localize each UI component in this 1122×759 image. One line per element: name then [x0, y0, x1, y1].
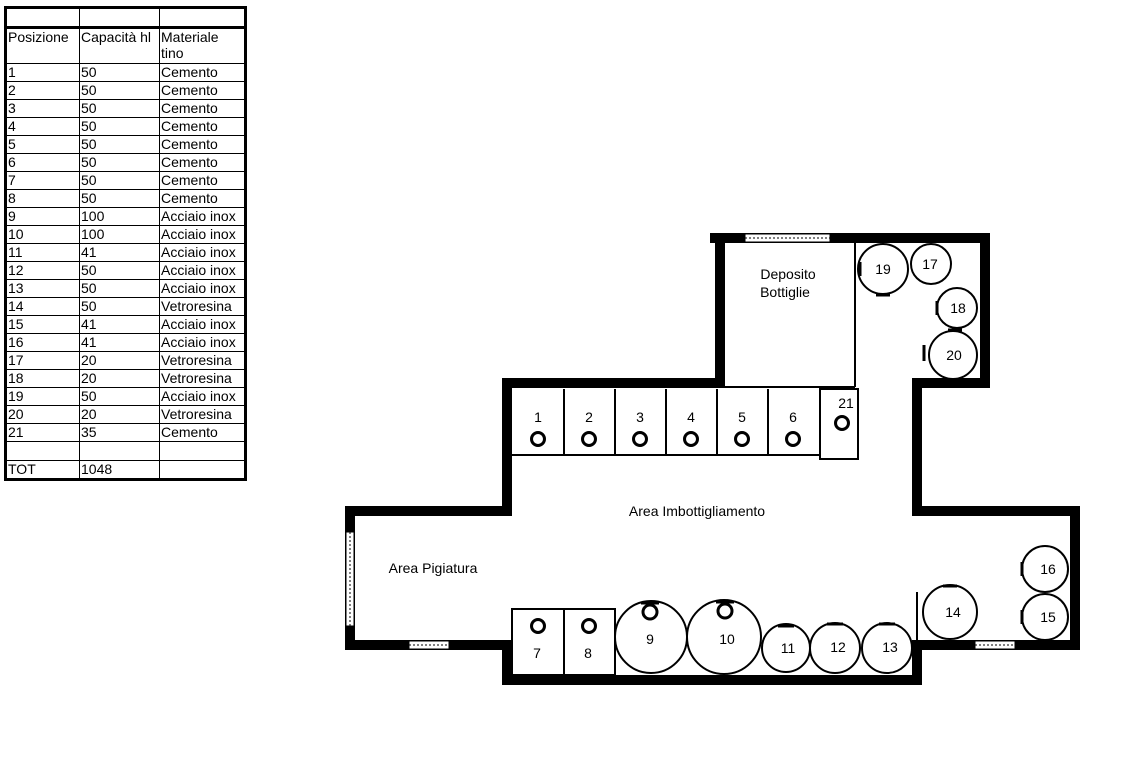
valve-2	[581, 431, 597, 447]
valve-3	[632, 431, 648, 447]
cell-material: Acciaio inox	[159, 279, 246, 298]
cell-material: Cemento	[159, 81, 246, 100]
label-tank-15: 15	[1040, 609, 1056, 625]
valve-5	[734, 431, 750, 447]
cell-capacity: 100	[79, 207, 160, 226]
cell-capacity: 35	[79, 423, 160, 442]
cell-material: Acciaio inox	[159, 315, 246, 334]
room-deposito-line2: Bottiglie	[760, 284, 810, 300]
room-pigiatura: Area Pigiatura	[389, 560, 478, 576]
label-tank-2: 2	[585, 409, 593, 425]
valve-1	[530, 431, 546, 447]
wall-outline	[345, 233, 1080, 685]
cell-material: Vetroresina	[159, 297, 246, 316]
tank-17	[910, 243, 952, 285]
tank-cell-21	[819, 388, 859, 460]
label-tank-8: 8	[584, 645, 592, 661]
label-tank-7: 7	[533, 645, 541, 661]
cell-material: Cemento	[159, 189, 246, 208]
label-tank-18: 18	[950, 300, 966, 316]
label-tank-6: 6	[789, 409, 797, 425]
window-left	[345, 531, 355, 627]
cell-position: 21	[5, 423, 80, 442]
total-label: TOT	[5, 460, 80, 480]
window-top	[744, 233, 831, 243]
label-tank-3: 3	[636, 409, 644, 425]
cell-material: Acciaio inox	[159, 333, 246, 352]
label-tank-21: 21	[838, 395, 854, 411]
tank-10	[686, 599, 762, 675]
cell-material: Vetroresina	[159, 405, 246, 424]
label-tank-20: 20	[946, 347, 962, 363]
cell-capacity: 20	[79, 405, 160, 424]
cell-material: Cemento	[159, 135, 246, 154]
valve-6	[785, 431, 801, 447]
tank-labels: 1 2 3 4 5 6 21 7 8 9 10 11 12 13 14 15 1…	[533, 256, 1056, 661]
table-top-row	[5, 7, 246, 29]
label-tank-13: 13	[882, 639, 898, 655]
label-tank-14: 14	[945, 604, 961, 620]
valve-21	[834, 415, 850, 431]
cell-capacity: 50	[79, 171, 160, 190]
tank-tabs	[641, 262, 1024, 628]
valve-8	[581, 618, 597, 634]
walls	[345, 233, 1080, 685]
window-bottom-left	[408, 640, 450, 650]
interior-lines	[511, 243, 918, 676]
cell-material: Acciaio inox	[159, 387, 246, 406]
valve-7	[530, 618, 546, 634]
total-value: 1048	[79, 460, 160, 480]
label-tank-17: 17	[922, 256, 938, 272]
label-tank-19: 19	[875, 261, 891, 277]
label-tank-12: 12	[830, 639, 846, 655]
label-tank-1: 1	[534, 409, 542, 425]
cell-capacity: 41	[79, 315, 160, 334]
label-tank-4: 4	[687, 409, 695, 425]
cell-capacity: 50	[79, 63, 160, 82]
label-tank-5: 5	[738, 409, 746, 425]
header-material: Materiale tino	[159, 27, 246, 64]
cell-capacity: 20	[79, 351, 160, 370]
cell-position: 11	[5, 243, 80, 262]
label-tank-9: 9	[646, 631, 654, 647]
valves	[530, 415, 850, 634]
label-tank-16: 16	[1040, 561, 1056, 577]
cell-material: Vetroresina	[159, 369, 246, 388]
windows	[345, 233, 1016, 650]
cell-material: Cemento	[159, 171, 246, 190]
label-tank-10: 10	[719, 631, 735, 647]
room-imbottigliamento: Area Imbottigliamento	[629, 503, 765, 519]
window-bottom-right	[974, 640, 1016, 650]
header-capacity: Capacità hl	[79, 27, 160, 64]
tanks	[614, 243, 1069, 675]
label-tank-11: 11	[781, 640, 796, 656]
valve-4	[683, 431, 699, 447]
room-deposito-line1: Deposito	[760, 266, 815, 282]
room-labels: Deposito Bottiglie Area Imbottigliamento…	[389, 266, 816, 576]
